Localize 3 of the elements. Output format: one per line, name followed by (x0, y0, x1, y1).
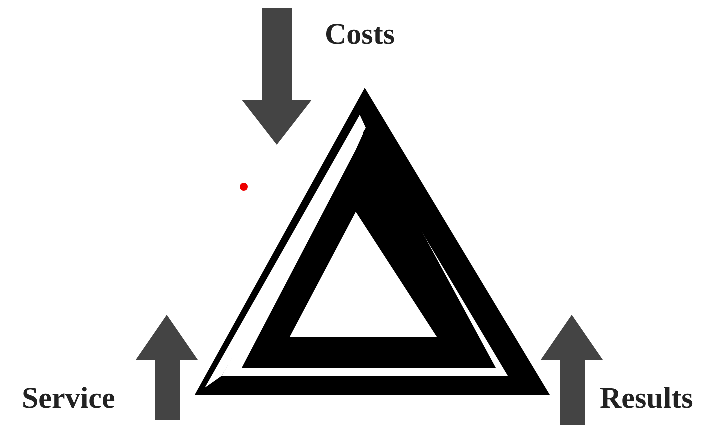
arrow-label: Service (22, 382, 116, 416)
arrow-label: Costs (325, 18, 396, 52)
arrow-label: Results (600, 382, 694, 416)
